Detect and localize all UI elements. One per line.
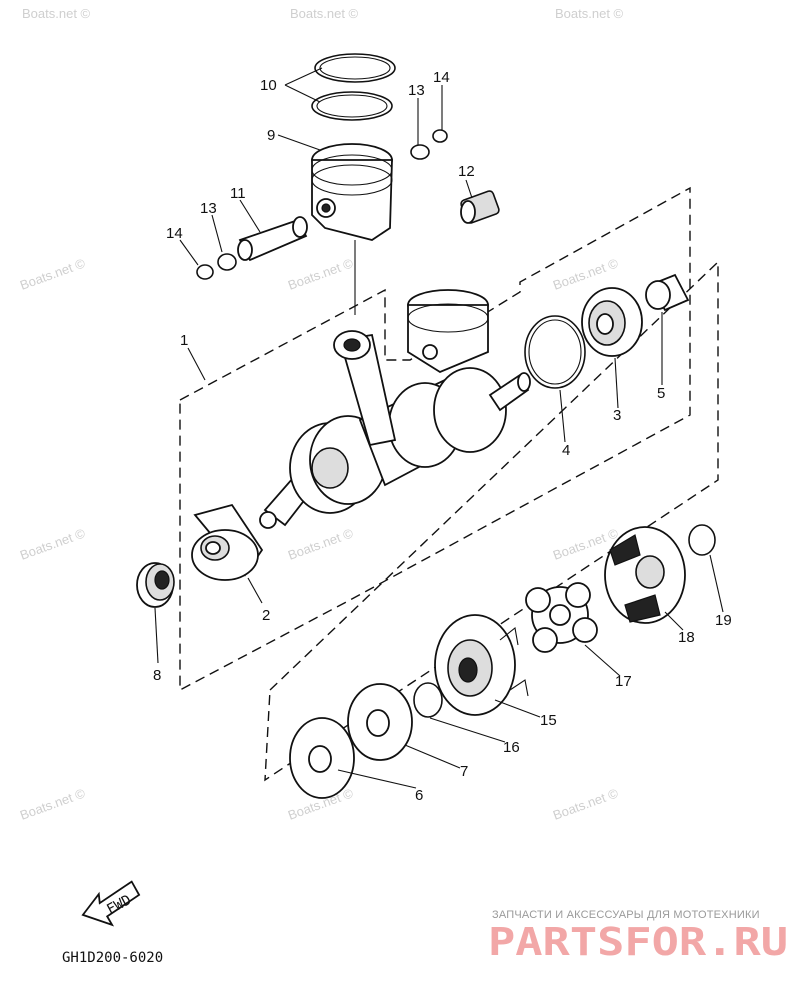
callout-18: 18	[678, 629, 695, 646]
bearing-part	[191, 503, 264, 581]
piston-pin-part	[237, 216, 308, 262]
oil-seal-part	[136, 562, 175, 608]
callout-10: 10	[260, 77, 277, 94]
callout-4: 4	[562, 442, 570, 459]
watermark-boats: Boats.net ©	[18, 525, 88, 563]
callout-6: 6	[415, 787, 423, 804]
crankshaft-assembly-frame	[179, 186, 691, 692]
circlip-part	[410, 144, 430, 160]
callout-2: 2	[262, 607, 270, 624]
callout-13: 13	[408, 82, 425, 99]
bearing-part	[581, 287, 643, 357]
piston-part	[311, 143, 393, 241]
watermark-boats: Boats.net ©	[290, 6, 359, 21]
watermark-boats: Boats.net ©	[22, 6, 91, 21]
callout-13: 13	[200, 200, 217, 217]
callout-15: 15	[540, 712, 557, 729]
coupling-flange-part	[434, 614, 529, 716]
circlip-part	[217, 253, 237, 271]
callout-labels: 10 9 13 14 12 11 13 14 1 2 4 3 5 8 6 7 1…	[153, 69, 732, 804]
callout-16: 16	[503, 739, 520, 756]
watermark-boats: Boats.net ©	[18, 785, 88, 823]
plate-part	[289, 717, 355, 799]
washer-part	[688, 524, 716, 556]
callout-5: 5	[657, 385, 665, 402]
callout-14: 14	[433, 69, 450, 86]
coupling-part	[604, 526, 686, 624]
callout-7: 7	[460, 763, 468, 780]
callout-14: 14	[166, 225, 183, 242]
callout-17: 17	[615, 673, 632, 690]
callout-11: 11	[230, 185, 246, 202]
brand-tagline: ЗАПЧАСТИ И АКСЕССУАРЫ ДЛЯ МОТОТЕХНИКИ	[492, 909, 760, 921]
callout-19: 19	[715, 612, 732, 629]
leader-lines	[154, 67, 724, 789]
watermark-boats: Boats.net ©	[555, 6, 624, 21]
diagram-code: GH1D200-6020	[62, 950, 163, 966]
callout-3: 3	[613, 407, 621, 424]
needle-bearing-part	[460, 190, 500, 224]
callout-1: 1	[180, 332, 188, 349]
ring-part	[524, 315, 586, 389]
callout-12: 12	[458, 163, 475, 180]
plate-part	[347, 683, 413, 761]
watermark-boats: Boats.net ©	[18, 255, 88, 293]
watermark-boats: Boats.net ©	[286, 525, 356, 563]
piston-rings-part	[311, 53, 396, 121]
circlip-part	[196, 264, 214, 280]
watermark-boats: Boats.net ©	[286, 255, 356, 293]
coupling-assembly-frame	[264, 260, 719, 782]
watermark-group: Boats.net © Boats.net © Boats.net © Boat…	[18, 6, 624, 823]
damper-part	[525, 582, 598, 653]
bushing-part	[645, 273, 690, 312]
crankshaft-part	[259, 289, 531, 529]
circlip-part	[432, 129, 448, 143]
brand-logo-text: PARTSFOR.RU	[488, 920, 788, 964]
watermark-boats: Boats.net ©	[551, 785, 621, 823]
callout-8: 8	[153, 667, 161, 684]
fwd-arrow-icon: FWD	[81, 880, 141, 927]
o-ring-part	[413, 682, 443, 718]
callout-9: 9	[267, 127, 275, 144]
